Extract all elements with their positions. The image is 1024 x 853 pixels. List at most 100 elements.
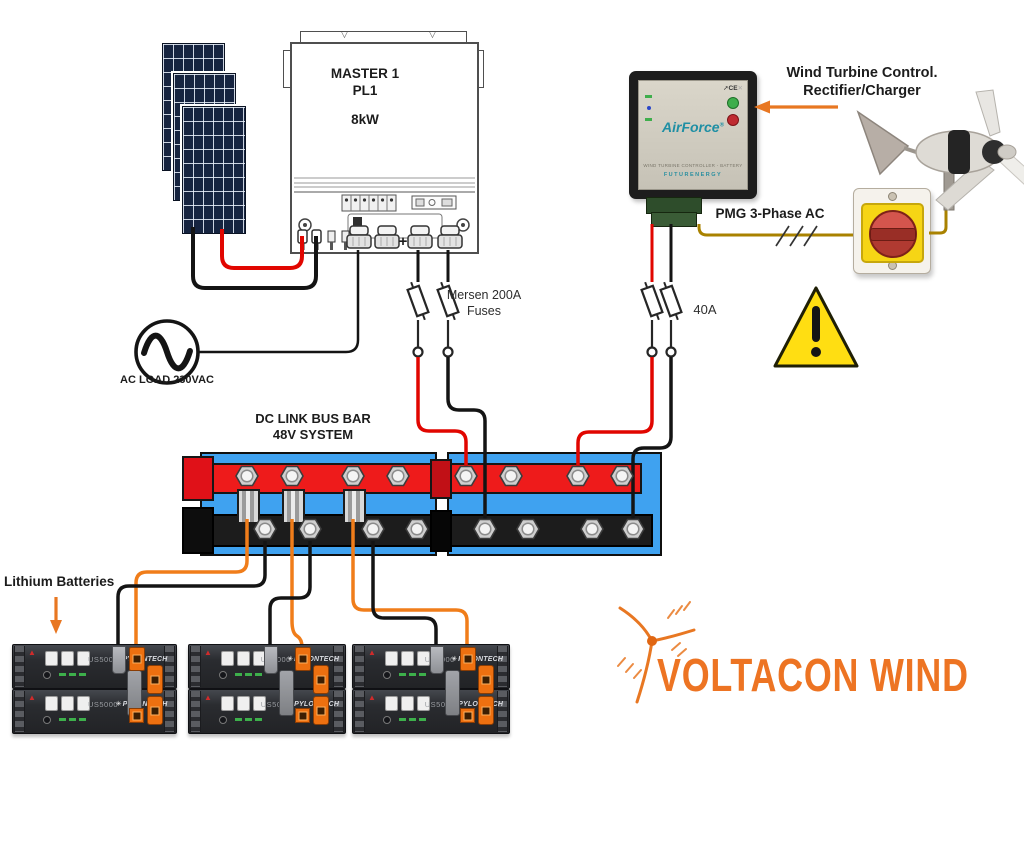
fuse-symbol xyxy=(638,279,666,323)
controller-footer-brand: FUTURENERGY xyxy=(663,172,723,178)
controller-footer-line1: WIND TURBINE CONTROLLER - BATTERY xyxy=(643,163,743,168)
positive-cable-connector xyxy=(295,647,311,671)
mersen-fuses-label: Mersen 200A Fuses xyxy=(428,288,540,319)
power-button xyxy=(383,671,391,679)
ac-load-wire xyxy=(198,250,360,354)
orange-link-connector xyxy=(147,665,163,694)
inverter-plus-label: + xyxy=(398,233,408,250)
sine-wave-icon xyxy=(141,332,193,372)
orange-link-connector xyxy=(313,696,329,725)
controller-brand: AirForce® xyxy=(662,119,724,135)
wind-control-line2: Rectifier/Charger xyxy=(803,83,921,100)
busbar-line2: 48V SYSTEM xyxy=(272,427,354,443)
green-led xyxy=(727,97,739,109)
battery-stack-right: ▲ US5000 ✳PYLONTECH ▲ US5000 ✳PYLONTECH xyxy=(352,644,510,734)
turbine-negative-to-bus xyxy=(631,357,673,530)
inverter-detail-art xyxy=(294,177,475,250)
pmg-wire-left xyxy=(697,224,853,237)
warning-icon: ▲ xyxy=(28,648,36,657)
pv-negative-wire xyxy=(191,227,318,290)
screw-icon xyxy=(888,192,897,201)
pylontech-logo: ✳PYLONTECH xyxy=(116,700,168,708)
rack-rail-left xyxy=(14,646,25,687)
controller-terminal-block-lower xyxy=(651,212,697,227)
three-phase-slashes xyxy=(775,225,818,247)
breaker-switch xyxy=(221,651,234,666)
pylontech-flower-icon: ✳ xyxy=(287,656,294,663)
mersen-negative-to-bus xyxy=(446,357,487,527)
warning-icon: ▲ xyxy=(204,693,212,702)
lithium-pointer-arrow xyxy=(50,597,62,634)
led-indicator xyxy=(419,673,426,676)
knob-handle xyxy=(870,228,916,241)
rack-rail-right xyxy=(164,691,175,732)
fuse-symbol xyxy=(404,279,432,323)
battery2-positive-wire xyxy=(290,519,304,651)
bus-terminal xyxy=(235,465,259,487)
turbine-hub xyxy=(982,140,1006,164)
breaker-switch xyxy=(221,696,234,711)
hanger-hole-icon: ▽ xyxy=(341,29,348,39)
isolator-switch xyxy=(853,188,931,274)
led-indicator xyxy=(245,673,252,676)
node xyxy=(665,346,677,358)
power-button xyxy=(43,671,51,679)
bus-terminal xyxy=(516,518,540,540)
busbar-line1: DC LINK BUS BAR xyxy=(255,411,371,426)
negative-cable-connector xyxy=(264,646,278,674)
led-indicator xyxy=(235,673,242,676)
negative-cable-connector xyxy=(430,646,444,674)
orange-link-connector xyxy=(478,665,494,694)
breaker-switch xyxy=(237,651,250,666)
battery3-positive-wire xyxy=(351,519,469,651)
orange-link-connector xyxy=(313,665,329,694)
rack-rail-left xyxy=(354,691,365,732)
warning-icon: ▲ xyxy=(28,693,36,702)
controller-pointer-arrow xyxy=(754,100,838,114)
node xyxy=(646,346,658,358)
registered-mark: ® xyxy=(719,122,724,129)
led-indicator xyxy=(69,673,76,676)
mersen-line1: Mersen 200A xyxy=(446,288,522,302)
breaker-switch xyxy=(237,696,250,711)
rack-rail-left xyxy=(190,646,201,687)
warning-triangle-sign xyxy=(773,286,859,368)
led-indicator xyxy=(399,673,406,676)
controller-faceplate: ➚CE✕ AirForce® WIND TURBINE CONTROLLER -… xyxy=(638,80,748,190)
led-indicator xyxy=(399,718,406,721)
bus-terminal xyxy=(610,465,634,487)
inverter-title: MASTER 1 PL1 xyxy=(290,66,440,100)
orange-link-connector xyxy=(147,696,163,725)
power-button xyxy=(219,671,227,679)
pmg-wire-right xyxy=(929,206,950,235)
breaker-switch xyxy=(417,696,430,711)
orange-link-connector xyxy=(478,696,494,725)
breaker-switch xyxy=(45,696,58,711)
led-indicator xyxy=(409,673,416,676)
pv-positive-wire xyxy=(220,229,304,270)
rack-rail-right xyxy=(164,646,175,687)
battery-stack-middle: ▲ US5000 ✳PYLONTECH ▲ US5000 ✳PYLONTECH xyxy=(188,644,346,734)
inverter-title-line2: PL1 xyxy=(352,82,378,98)
status-mark xyxy=(645,118,652,121)
tail-vane xyxy=(856,110,910,176)
battery1-negative-wire xyxy=(116,541,267,651)
positive-cable-connector xyxy=(460,647,476,671)
led-indicator xyxy=(79,673,86,676)
positive-rail-terminals xyxy=(235,465,634,487)
breaker-switch xyxy=(385,651,398,666)
power-button xyxy=(383,716,391,724)
ac-load-label: AC LOAD 230VAC xyxy=(120,374,214,386)
controller-logo-glyph: ➚ xyxy=(723,85,729,92)
rack-rail-right xyxy=(497,646,508,687)
bus-terminal xyxy=(473,518,497,540)
bus-terminal xyxy=(621,518,645,540)
positive-rail-end-cap xyxy=(182,456,214,501)
breaker-switch xyxy=(61,651,74,666)
bus-terminal xyxy=(298,518,322,540)
bus-terminal xyxy=(253,518,277,540)
breaker-switch xyxy=(253,696,266,711)
turbine-blade-up xyxy=(975,89,1001,137)
battery1-positive-wire xyxy=(134,519,249,651)
pylontech-text: PYLONTECH xyxy=(122,701,168,708)
